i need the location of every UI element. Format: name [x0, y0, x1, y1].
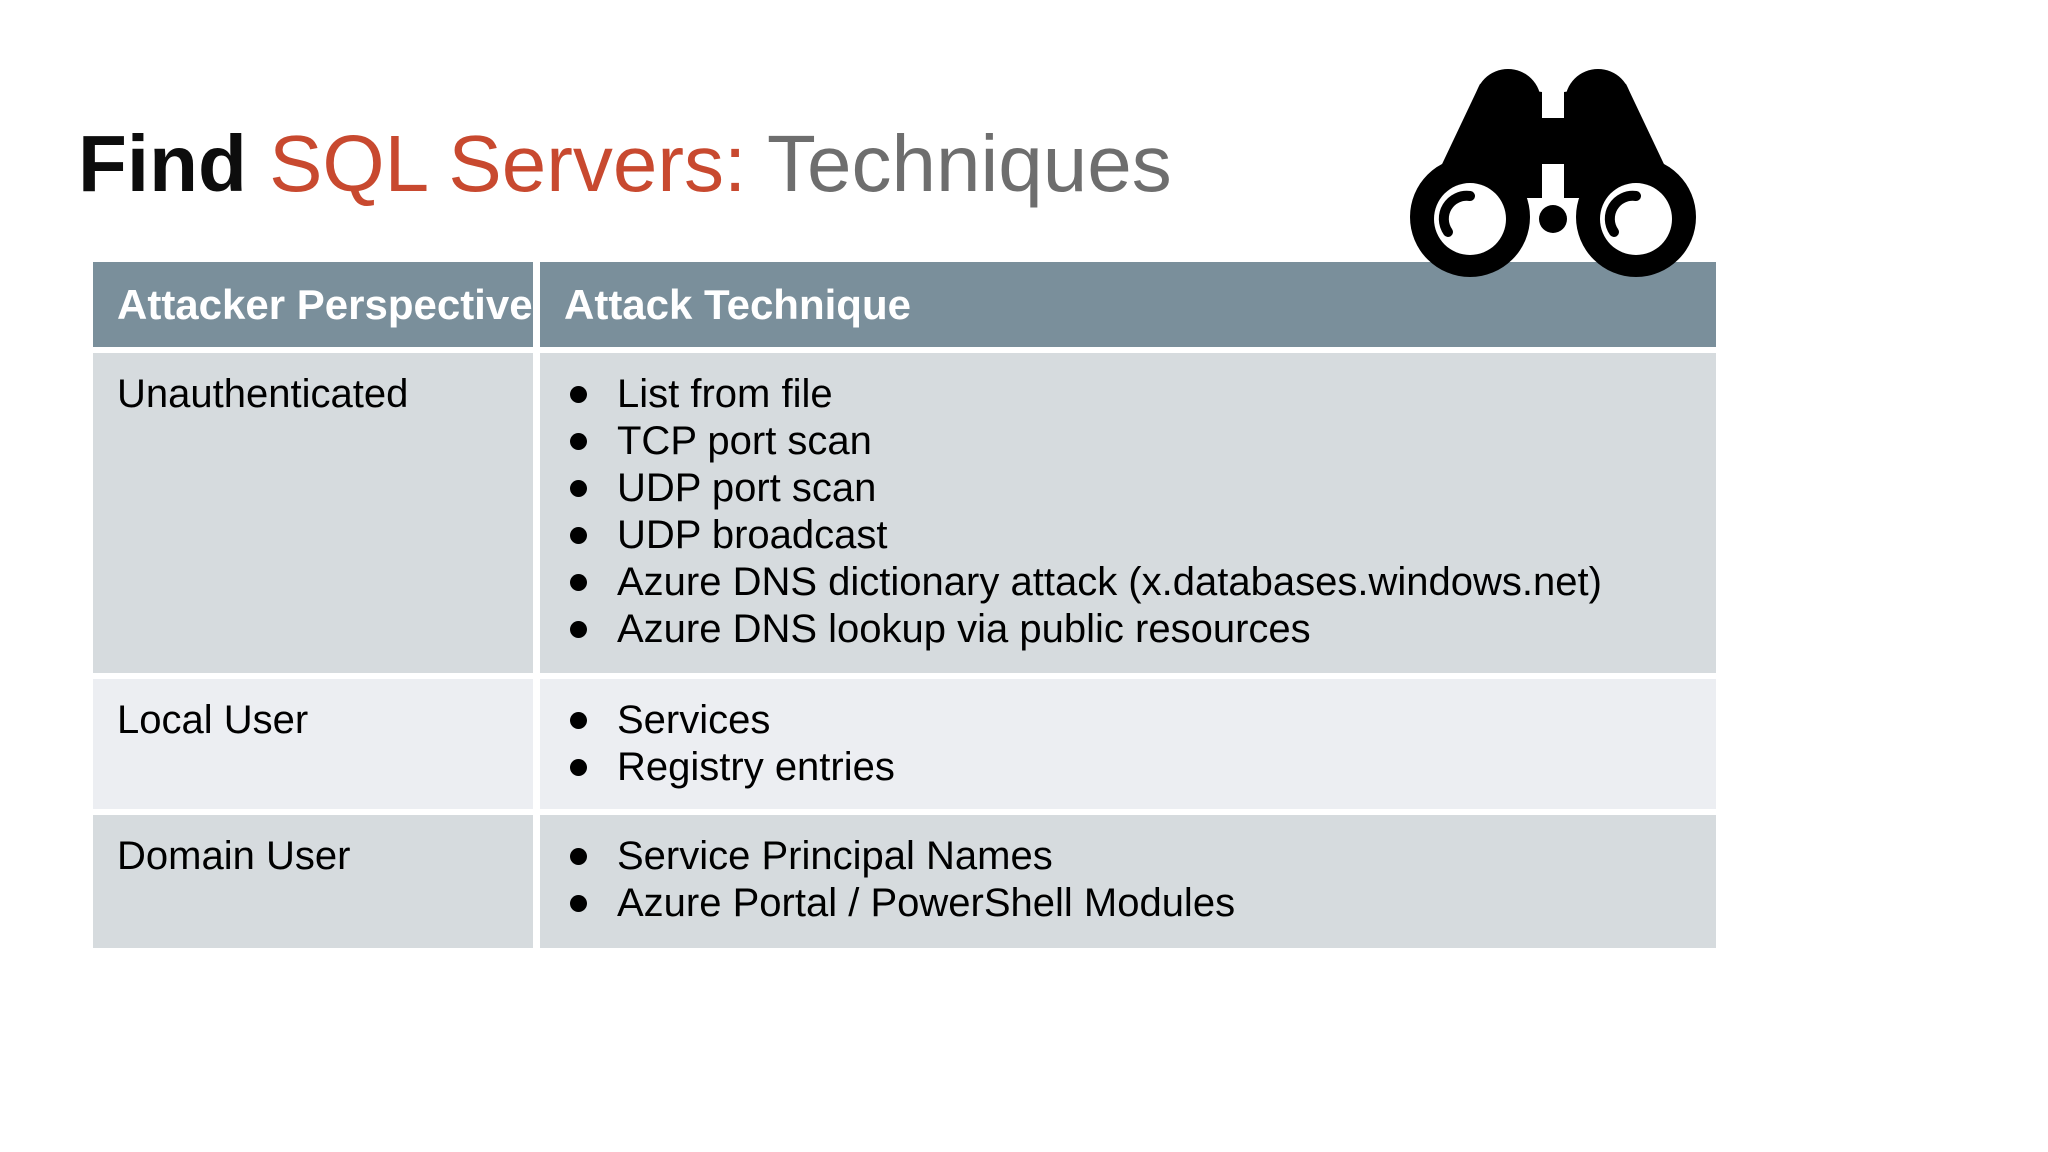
technique-list: Service Principal Names Azure Portal / P… — [540, 833, 1702, 927]
list-item: Service Principal Names — [570, 833, 1702, 880]
list-item: List from file — [570, 371, 1702, 418]
technique-text: Azure DNS lookup via public resources — [617, 607, 1311, 651]
column-header-attack-technique: Attack Technique — [540, 262, 1716, 347]
bullet-icon — [570, 433, 587, 450]
list-item: Azure DNS lookup via public resources — [570, 606, 1702, 653]
title-techniques: Techniques — [767, 119, 1172, 208]
title-find: Find — [78, 119, 247, 208]
list-item: UDP port scan — [570, 465, 1702, 512]
bullet-icon — [570, 574, 587, 591]
technique-list: Services Registry entries — [540, 697, 1702, 791]
technique-text: Azure Portal / PowerShell Modules — [617, 881, 1236, 925]
perspective-label: Unauthenticated — [117, 372, 409, 416]
bullet-icon — [570, 480, 587, 497]
list-item: Services — [570, 697, 1702, 744]
title-sql-servers: SQL Servers: — [269, 119, 747, 208]
bullet-icon — [570, 527, 587, 544]
list-item: Registry entries — [570, 744, 1702, 791]
technique-text: Registry entries — [617, 745, 895, 789]
bullet-icon — [570, 712, 587, 729]
technique-text: Service Principal Names — [617, 834, 1053, 878]
technique-text: List from file — [617, 372, 833, 416]
bullet-icon — [570, 895, 587, 912]
bullet-icon — [570, 848, 587, 865]
technique-text: Azure DNS dictionary attack (x.databases… — [617, 560, 1602, 604]
table-row-perspective-domain-user: Domain User — [93, 815, 533, 948]
list-item: UDP broadcast — [570, 512, 1702, 559]
list-item: Azure Portal / PowerShell Modules — [570, 880, 1702, 927]
list-item: Azure DNS dictionary attack (x.databases… — [570, 559, 1702, 606]
list-item: TCP port scan — [570, 418, 1702, 465]
bullet-icon — [570, 386, 587, 403]
technique-text: TCP port scan — [617, 419, 872, 463]
table-row-perspective-unauthenticated: Unauthenticated — [93, 353, 533, 673]
column-header-label: Attacker Perspective — [117, 280, 533, 328]
bullet-icon — [570, 759, 587, 776]
table-row-techniques-unauthenticated: List from file TCP port scan UDP port sc… — [540, 353, 1716, 673]
page-title: Find SQL Servers: Techniques — [78, 122, 1172, 206]
table-row-techniques-domain-user: Service Principal Names Azure Portal / P… — [540, 815, 1716, 948]
column-header-label: Attack Technique — [564, 280, 911, 328]
technique-text: UDP port scan — [617, 466, 877, 510]
perspective-label: Local User — [117, 698, 309, 742]
binoculars-icon — [1410, 69, 1696, 277]
techniques-table: Attacker Perspective Attack Technique Un… — [93, 262, 1716, 948]
bullet-icon — [570, 621, 587, 638]
table-row-techniques-local-user: Services Registry entries — [540, 679, 1716, 809]
technique-list: List from file TCP port scan UDP port sc… — [540, 371, 1702, 653]
technique-text: UDP broadcast — [617, 513, 888, 557]
technique-text: Services — [617, 698, 771, 742]
perspective-label: Domain User — [117, 834, 351, 878]
column-header-attacker-perspective: Attacker Perspective — [93, 262, 533, 347]
table-row-perspective-local-user: Local User — [93, 679, 533, 809]
